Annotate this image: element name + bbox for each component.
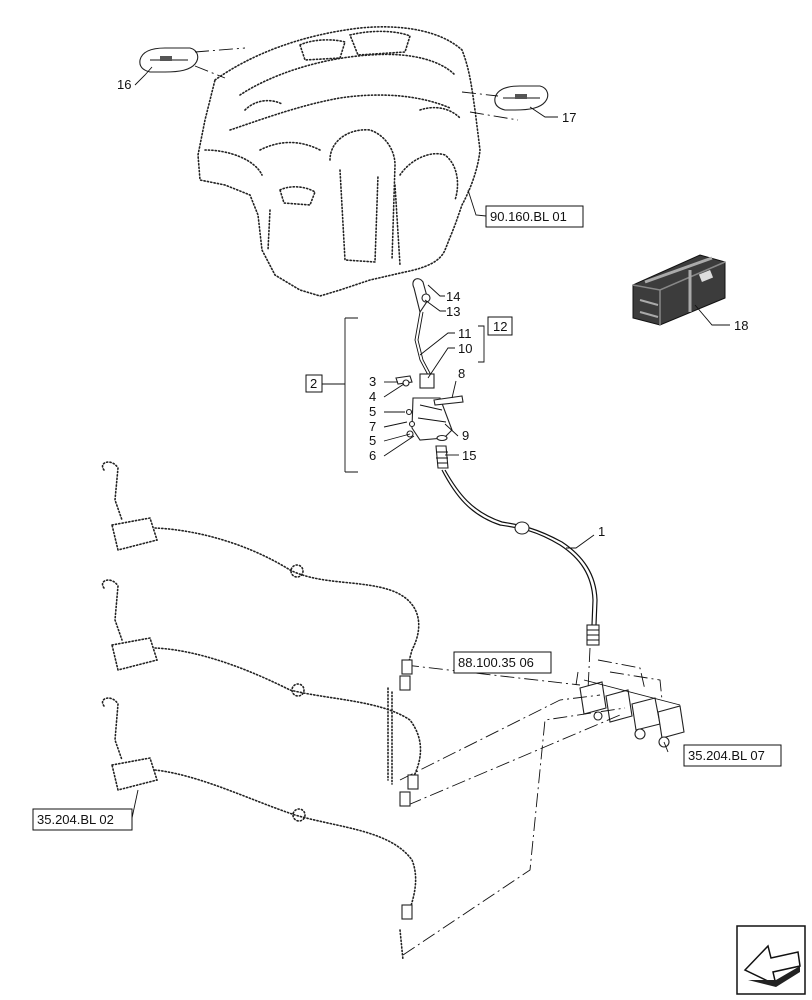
callout-7: 7 [369, 419, 376, 434]
ref-88100-label: 88.100.35 06 [458, 655, 534, 670]
callout-12-box[interactable] [487, 316, 513, 336]
callout-10: 10 [458, 341, 472, 356]
lever-assembly [395, 278, 464, 469]
ref-90160-label: 90.160.BL 01 [490, 209, 567, 224]
callout-12: 12 [493, 319, 507, 334]
leader-lines [131, 66, 730, 819]
valve-block [579, 679, 685, 748]
callout-17: 17 [562, 110, 576, 125]
callout-2-box[interactable] [305, 374, 323, 393]
callout-11: 11 [458, 326, 472, 341]
callout-15: 15 [462, 448, 476, 463]
ref-35204-02-box[interactable] [32, 808, 133, 831]
ref-35204-02-label: 35.204.BL 02 [37, 812, 114, 827]
callout-4: 4 [369, 389, 376, 404]
callout-9: 9 [462, 428, 469, 443]
ref-88100-box[interactable] [453, 651, 552, 674]
callout-3: 3 [369, 374, 376, 389]
callout-5b: 5 [369, 433, 376, 448]
cover-17 [494, 85, 549, 111]
ref-90160-box[interactable] [485, 205, 584, 228]
callout-8: 8 [458, 366, 465, 381]
callout-6: 6 [369, 448, 376, 463]
ref-35204-07-box[interactable] [683, 744, 782, 767]
navigation-arrow-icon[interactable] [736, 925, 806, 995]
console-housing [197, 26, 481, 297]
callout-2: 2 [310, 376, 317, 391]
callout-1: 1 [598, 524, 605, 539]
cover-16 [139, 47, 199, 73]
callout-18: 18 [734, 318, 748, 333]
callout-13: 13 [446, 304, 460, 319]
callout-14: 14 [446, 289, 460, 304]
remote-lever-3 [101, 697, 417, 920]
ref-35204-07-label: 35.204.BL 07 [688, 748, 765, 763]
remote-lever-1 [101, 461, 420, 675]
callout-16: 16 [117, 77, 131, 92]
kit-crate-icon [632, 254, 726, 326]
callout-5a: 5 [369, 404, 376, 419]
remote-lever-2 [101, 579, 422, 790]
